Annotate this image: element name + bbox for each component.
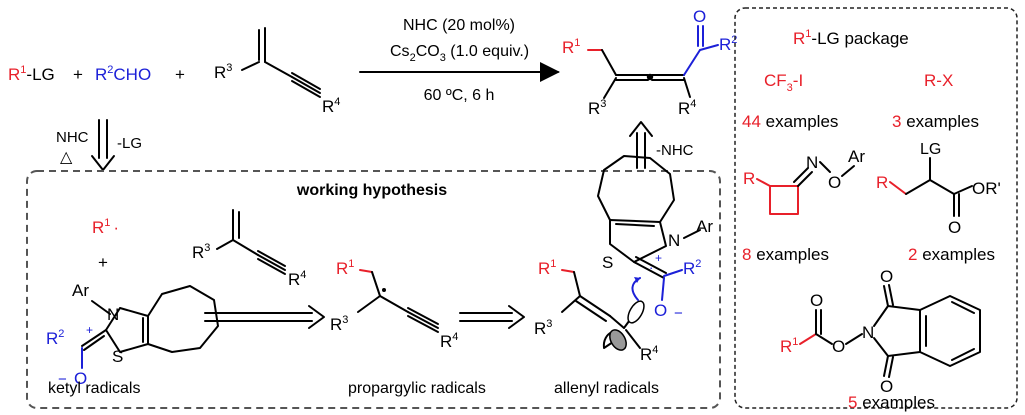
svg-text:R3: R3 (214, 62, 232, 82)
svg-text:R1: R1 (538, 258, 556, 278)
svg-text:N: N (862, 323, 874, 342)
nhpi-ester-structure: R1 O O N O O (780, 267, 981, 396)
enyne-structure: R3 R4 (214, 27, 340, 116)
svg-text:R2: R2 (719, 34, 737, 54)
r1-lg-package-box (734, 7, 1018, 409)
example-count: 3 examples (892, 112, 979, 131)
hypothesis-enyne: R3 R4 (192, 209, 306, 289)
condition-catalyst: NHC (20 mol%) (403, 17, 515, 34)
svg-text:R4: R4 (322, 96, 340, 116)
package-title: R1-LG package (793, 28, 909, 48)
svg-text:R: R (876, 173, 888, 192)
reactants: R1-LG + R2CHO + R3 R4 (8, 27, 340, 116)
plus-sign: + (98, 253, 108, 272)
svg-text:S: S (602, 253, 613, 272)
svg-text:O: O (832, 337, 845, 356)
svg-text:−: − (674, 305, 683, 322)
svg-text:N: N (107, 305, 119, 324)
oxime-ester-structure: R N O Ar (743, 147, 865, 215)
aldehyde-reagent: R2CHO (95, 64, 151, 84)
svg-text:+: + (86, 323, 93, 337)
svg-text:R1: R1 (780, 336, 798, 356)
svg-text:R4: R4 (288, 269, 306, 289)
svg-text:O: O (654, 301, 667, 320)
svg-text:N: N (668, 231, 680, 250)
svg-text:R1: R1 (562, 37, 580, 57)
propargylic-radical-structure: R1 R3 R4 propargylic radicals (330, 258, 486, 397)
svg-text:O: O (74, 369, 87, 388)
r1-radical: R1· (92, 217, 119, 237)
example-count: 44 examples (742, 112, 838, 131)
svg-text:Ar: Ar (696, 217, 713, 236)
propargylic-label: propargylic radicals (348, 380, 486, 397)
svg-text:△: △ (60, 149, 73, 166)
svg-text:O: O (880, 267, 893, 286)
condition-temperature: 60 ºC, 6 h (424, 87, 495, 104)
svg-text:Ar: Ar (72, 281, 89, 300)
svg-text:R3: R3 (534, 318, 552, 338)
condition-base: Cs2CO3 (1.0 equiv.) (390, 43, 529, 64)
plus-sign: + (73, 65, 83, 84)
step-arrow (204, 305, 325, 329)
svg-text:O: O (810, 291, 823, 310)
cf3i-reagent: CF3-I (764, 71, 803, 94)
ketyl-label: ketyl radicals (48, 380, 140, 397)
svg-text:+: + (655, 251, 662, 265)
nhc-release-arrow: -NHC (629, 121, 694, 169)
product-structure: R1 R3 R4 O R2 (562, 7, 737, 118)
example-count: 2 examples (908, 245, 995, 264)
svg-text:R2: R2 (46, 328, 64, 348)
svg-text:R4: R4 (440, 331, 458, 351)
example-count: 5 examples (848, 393, 935, 412)
alpha-halo-ester-structure: R LG O OR' (876, 141, 1001, 237)
svg-text:R3: R3 (330, 314, 348, 334)
svg-text:·: · (649, 260, 653, 275)
svg-text:Ar: Ar (848, 147, 865, 166)
step-arrow (459, 305, 525, 329)
rx-reagent: R-X (924, 71, 953, 90)
svg-text:-LG: -LG (117, 135, 142, 152)
svg-text:N: N (806, 153, 818, 172)
allenyl-label: allenyl radicals (554, 380, 659, 397)
r1-lg-reagent: R1-LG (8, 64, 55, 84)
working-hypothesis-box (26, 170, 721, 409)
svg-text:S: S (112, 347, 123, 366)
svg-text:R3: R3 (192, 242, 210, 262)
svg-text:R3: R3 (588, 98, 606, 118)
plus-sign: + (175, 65, 185, 84)
svg-text:O: O (693, 7, 706, 26)
svg-text:R4: R4 (678, 98, 696, 118)
nhc-addition-arrow: NHC △ -LG (56, 119, 142, 171)
svg-text:R2: R2 (683, 258, 701, 278)
hypothesis-title: working hypothesis (296, 182, 447, 199)
svg-text:R: R (743, 169, 755, 188)
svg-text:R1: R1 (336, 258, 354, 278)
svg-text:OR': OR' (972, 179, 1001, 198)
ketyl-radical-structure: Ar N S R2 + O − ketyl radicals (46, 281, 219, 397)
svg-text:−: − (58, 371, 67, 388)
svg-text:O: O (828, 173, 841, 192)
example-count: 8 examples (742, 245, 829, 264)
svg-text:R4: R4 (640, 344, 658, 364)
allenyl-radical-structure: N Ar S + · R2 O − R1 R3 R4 allenyl radic… (534, 155, 713, 397)
svg-text:NHC: NHC (56, 129, 89, 146)
svg-text:-NHC: -NHC (656, 142, 694, 159)
svg-text:LG: LG (920, 141, 941, 158)
svg-text:O: O (948, 218, 961, 237)
svg-text:O: O (880, 377, 893, 396)
